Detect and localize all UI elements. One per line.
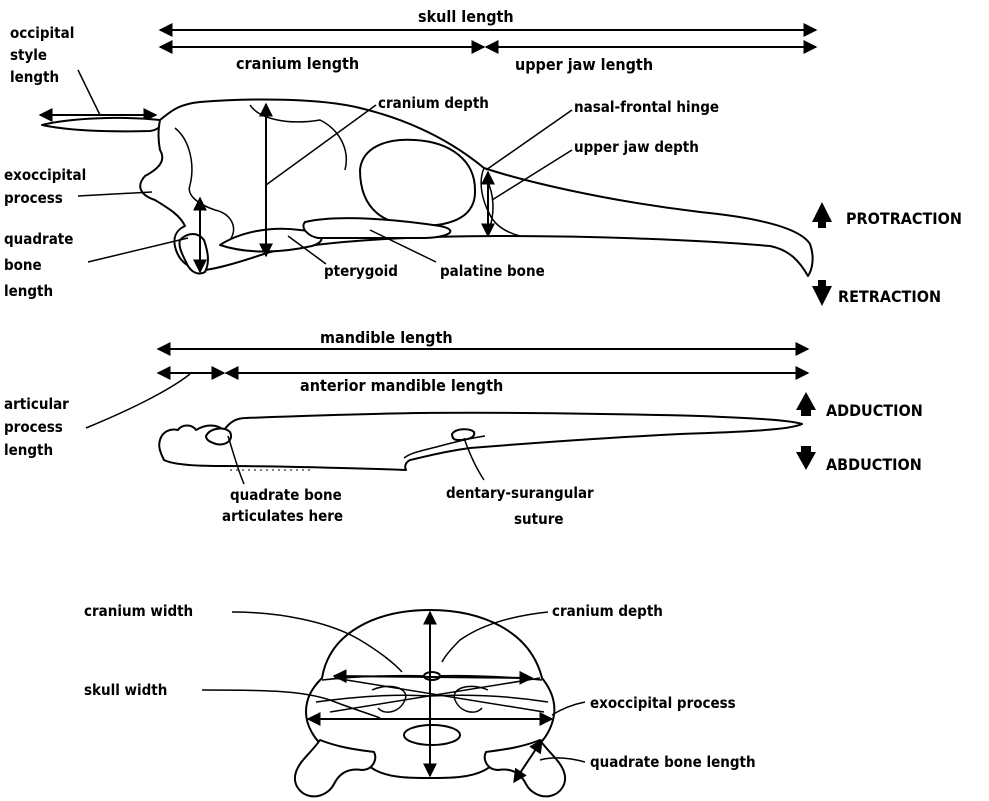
down-arrow-icon: [796, 446, 816, 470]
adduction-label: ADDUCTION: [826, 401, 923, 420]
skull-width-label: skull width: [84, 681, 167, 699]
pterygoid-label: pterygoid: [324, 262, 398, 280]
palatine-bone-label: palatine bone: [440, 262, 545, 280]
quadrate-shape: [179, 234, 207, 274]
upper-jaw-length-label: upper jaw length: [515, 55, 653, 74]
mandible-view: mandible length anterior mandible length…: [4, 328, 923, 528]
dentary-surangular-label: dentary-surangular suture: [446, 484, 598, 528]
cranium-width-label: cranium width: [84, 602, 193, 620]
up-arrow-icon: [812, 202, 832, 228]
mandible-length-label: mandible length: [320, 328, 453, 347]
cranium-length-label: cranium length: [236, 54, 359, 73]
quadrate-bone-leader: [88, 238, 188, 262]
down-arrow-icon: [812, 280, 832, 306]
occipital-style-length-label: occipital style length: [10, 24, 79, 86]
mandible-outline: [159, 413, 802, 470]
posterior-skull-view: cranium width cranium depth skull width …: [84, 602, 756, 796]
articular-process-length-label: articular process length: [4, 395, 74, 459]
protraction-label: PROTRACTION: [846, 209, 962, 228]
retraction-label: RETRACTION: [838, 287, 941, 306]
exoccipital-process-posterior-leader: [552, 702, 585, 715]
exoccipital-process-label: exoccipital process: [4, 166, 91, 207]
quadrate-bone-length-posterior-label: quadrate bone length: [590, 753, 756, 771]
abduction-label: ABDUCTION: [826, 455, 922, 474]
articular-notch: [206, 429, 231, 445]
cranium-depth-posterior-label: cranium depth: [552, 602, 663, 620]
quadrate-articulation-label: quadrate bone articulates here: [222, 486, 347, 525]
suture-mark: [452, 429, 474, 440]
up-arrow-icon: [796, 392, 816, 416]
anterior-mandible-length-label: anterior mandible length: [300, 376, 503, 395]
exoccipital-process-leader: [78, 192, 152, 196]
cranium-depth-label: cranium depth: [378, 94, 489, 112]
nasal-frontal-hinge-leader: [486, 110, 572, 170]
exoccipital-process-posterior-label: exoccipital process: [590, 694, 736, 712]
foramen-magnum: [404, 725, 460, 745]
upper-jaw-depth-label: upper jaw depth: [574, 138, 699, 156]
skull-length-label: skull length: [418, 7, 514, 26]
nasal-frontal-hinge-label: nasal-frontal hinge: [574, 98, 719, 116]
articular-process-leader: [86, 374, 190, 428]
occipital-style: [42, 118, 161, 131]
lateral-skull-view: skull length cranium length upper jaw le…: [4, 7, 962, 306]
quadrate-bone-length-label: quadrate bone length: [4, 230, 78, 300]
occipital-style-leader: [78, 70, 100, 115]
